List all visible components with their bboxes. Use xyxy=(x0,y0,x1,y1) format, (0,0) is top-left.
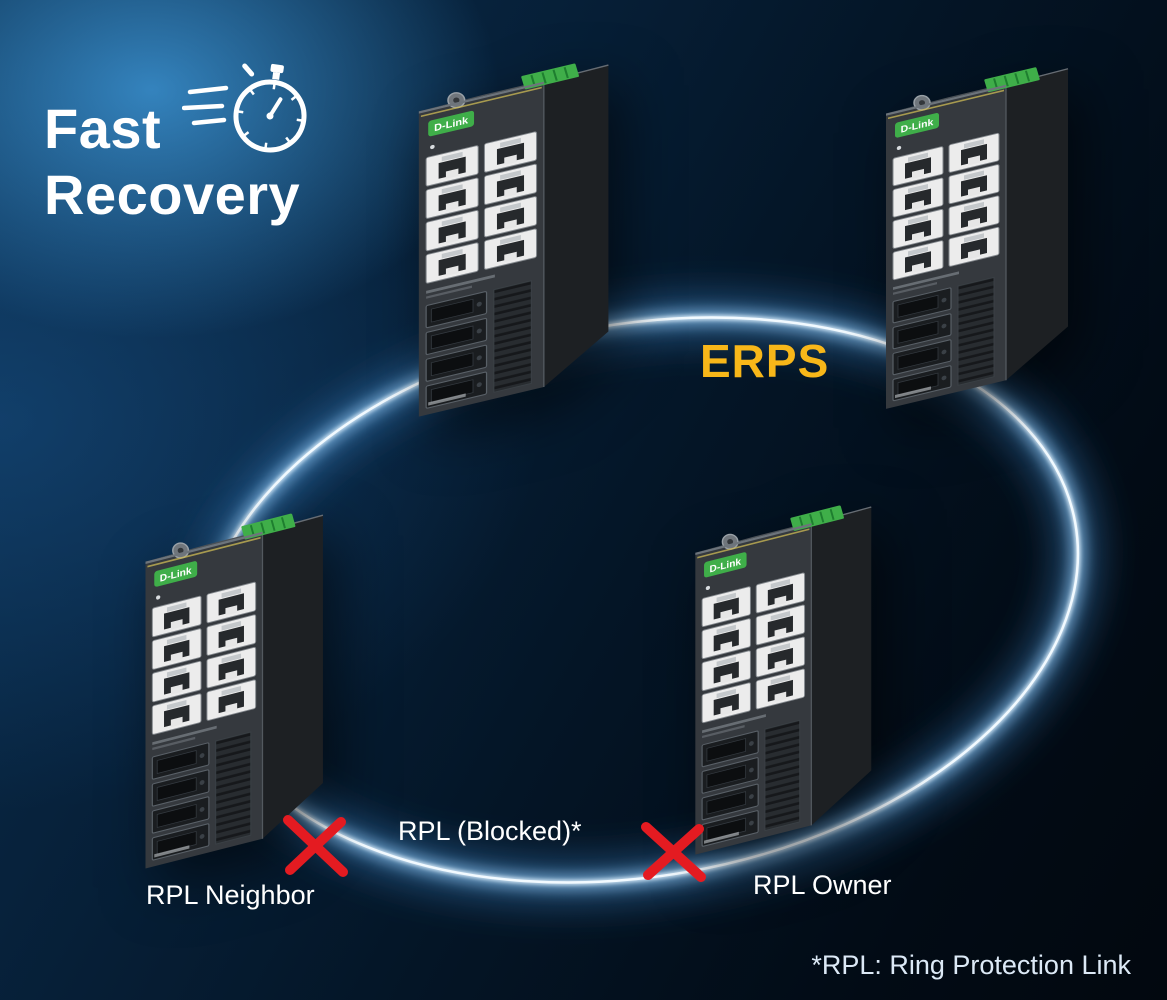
switch-bottom-right xyxy=(676,496,908,862)
title-line-1: Fast xyxy=(44,97,162,160)
rpl-neighbor-label: RPL Neighbor xyxy=(146,880,315,910)
stopwatch-icon xyxy=(182,63,307,153)
erps-ring-label: ERPS xyxy=(700,335,830,387)
title-line-2: Recovery xyxy=(44,162,301,226)
page-title: Fast Recovery xyxy=(44,96,300,227)
switch-top-right xyxy=(866,58,1106,416)
switch-top-left xyxy=(398,54,648,424)
rpl-owner-label: RPL Owner xyxy=(753,870,892,900)
rpl-blocked-link-label: RPL (Blocked)* xyxy=(398,816,582,846)
rpl-footnote: *RPL: Ring Protection Link xyxy=(811,950,1131,980)
switch-bottom-left xyxy=(126,504,360,876)
